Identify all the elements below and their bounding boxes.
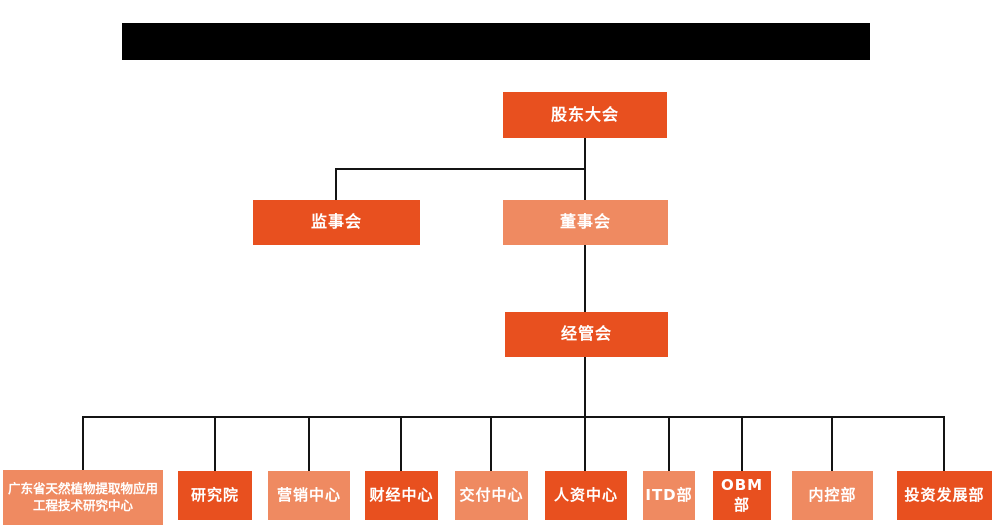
org-node-obm-dept: OBM部 [713, 471, 771, 520]
org-node-research-institute: 研究院 [178, 471, 252, 520]
redacted-title-bar [122, 23, 870, 60]
connector-drop-finance-center [400, 416, 402, 471]
org-node-finance-center: 财经中心 [365, 471, 438, 520]
connector-drop-obm-dept [741, 416, 743, 471]
connector-level2-branch [335, 168, 586, 170]
org-node-investment-development-dept: 投资发展部 [897, 471, 992, 520]
connector-drop-research-center [82, 416, 84, 471]
connector-supervisors-drop [335, 168, 337, 200]
org-node-internal-control-dept: 内控部 [792, 471, 873, 520]
org-node-management-committee: 经管会 [505, 312, 668, 357]
connector-drop-investment-dev-dept [943, 416, 945, 471]
connector-drop-marketing-center [308, 416, 310, 471]
connector-departments-bus [82, 416, 945, 418]
connector-management-down [584, 357, 586, 471]
connector-drop-itd-dept [668, 416, 670, 471]
org-node-shareholders-meeting: 股东大会 [503, 92, 667, 138]
org-node-board-of-directors: 董事会 [503, 200, 668, 245]
org-node-hr-center: 人资中心 [545, 471, 627, 520]
connector-drop-delivery-center [490, 416, 492, 471]
org-node-delivery-center: 交付中心 [455, 471, 528, 520]
connector-drop-internal-control-dept [831, 416, 833, 471]
org-node-supervisory-board: 监事会 [253, 200, 420, 245]
org-node-marketing-center: 营销中心 [268, 471, 350, 520]
org-node-itd-dept: ITD部 [643, 471, 695, 520]
org-node-plant-extract-research-center: 广东省天然植物提取物应用工程技术研究中心 [3, 470, 163, 525]
connector-drop-research-institute [214, 416, 216, 471]
connector-directors-management [584, 245, 586, 312]
